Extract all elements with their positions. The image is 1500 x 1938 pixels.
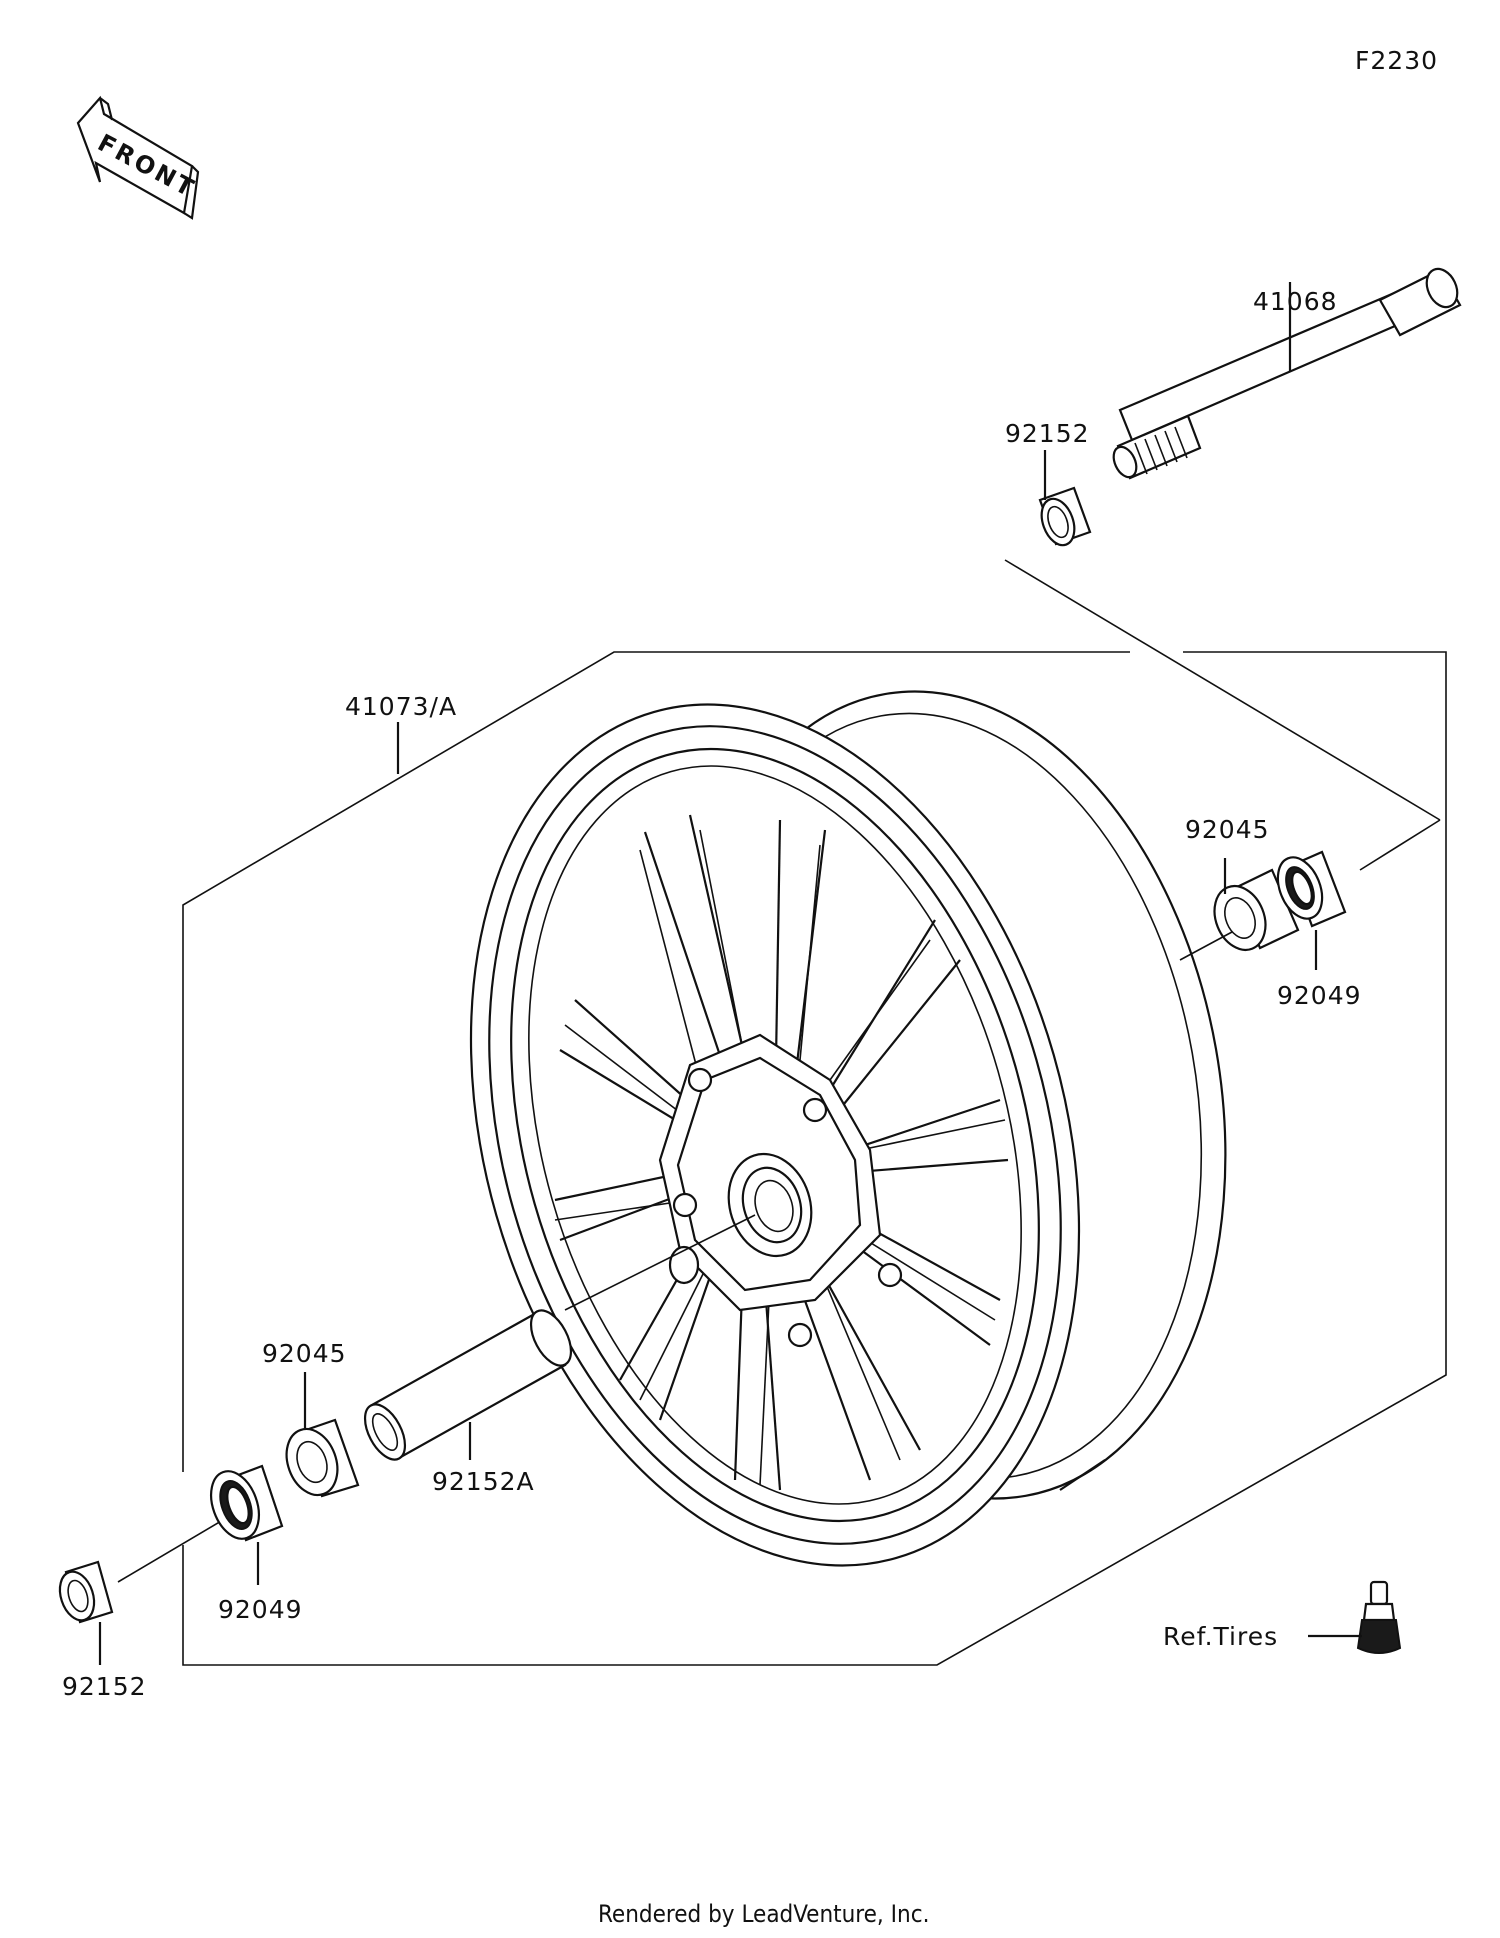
wheel[interactable] <box>375 632 1287 1638</box>
collar-top[interactable] <box>1036 486 1092 550</box>
footer-credit: Rendered by LeadVenture, Inc. <box>598 1900 929 1928</box>
label-axle[interactable]: 41068 <box>1253 287 1338 316</box>
diagram-code: F2230 <box>1355 46 1438 75</box>
assembly-frame-top <box>182 651 1130 1472</box>
label-seal-left[interactable]: 92049 <box>218 1595 303 1624</box>
bearing-left[interactable] <box>278 1418 360 1502</box>
front-arrow-icon: FRONT <box>76 95 201 220</box>
label-seal-right[interactable]: 92049 <box>1277 981 1362 1010</box>
collar-left[interactable] <box>54 1560 114 1625</box>
hub-centerline <box>564 1214 756 1311</box>
assembly-line-right <box>1004 559 1441 821</box>
assembly-line-left <box>117 1516 229 1583</box>
label-bearing-right[interactable]: 92045 <box>1185 815 1270 844</box>
label-collar-left[interactable]: 92152 <box>62 1672 147 1701</box>
assembly-frame-bottom <box>182 651 1447 1666</box>
axle[interactable] <box>1109 264 1463 481</box>
label-collar-pipe[interactable]: 92152A <box>432 1467 535 1496</box>
label-bearing-left[interactable]: 92045 <box>262 1339 347 1368</box>
ref-tires-note[interactable]: Ref.Tires <box>1163 1622 1278 1651</box>
collar-pipe[interactable] <box>357 1304 579 1466</box>
label-wheel[interactable]: 41073/A <box>345 692 457 721</box>
label-collar-top[interactable]: 92152 <box>1005 419 1090 448</box>
seal-left[interactable] <box>202 1464 284 1546</box>
valve-stem-icon[interactable] <box>1356 1580 1402 1654</box>
seal-right[interactable] <box>1269 850 1347 928</box>
